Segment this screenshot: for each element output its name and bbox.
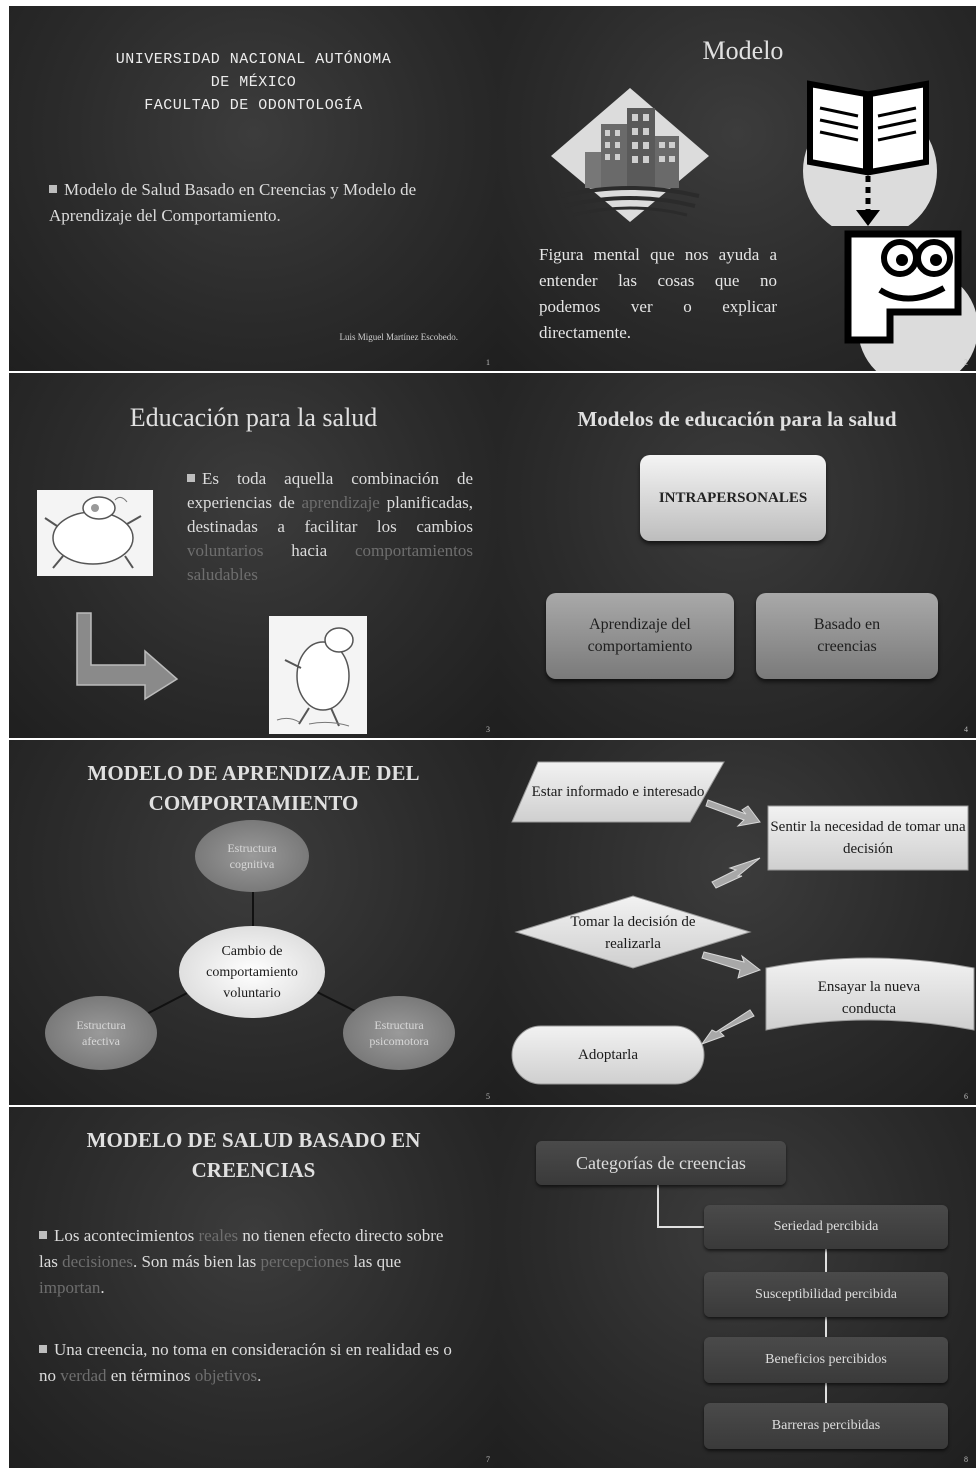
- slide-number: 6: [964, 1092, 968, 1101]
- wave-shape: [765, 957, 975, 1031]
- bullet-text: Modelo de Salud Basado en Creencias y Mo…: [49, 180, 417, 225]
- slide-6: Estar informado e interesado Sentir la n…: [498, 740, 976, 1105]
- text-span: voluntarios: [187, 541, 264, 560]
- step-need-decision: Sentir la necesidad de tomar una decisió…: [770, 819, 966, 857]
- text-span: Una creencia, no toma en consideración s…: [39, 1340, 452, 1385]
- slide-number: 5: [486, 1092, 490, 1101]
- text-span: objetivos: [194, 1366, 258, 1385]
- building-icon: [551, 88, 709, 222]
- arrow-icon: [711, 857, 761, 889]
- categories-header: Categorías de creencias: [536, 1141, 786, 1185]
- slide-title: Modelos de educación para la salud: [577, 407, 897, 431]
- slide-number: 3: [486, 725, 490, 734]
- category-item: Beneficios percibidos: [704, 1337, 948, 1383]
- pig-icon: [37, 490, 153, 576]
- slide-7: MODELO DE SALUD BASADO EN CREENCIAS Los …: [9, 1107, 498, 1468]
- category-item: Barreras percibidas: [704, 1403, 948, 1449]
- text-span: aprendizaje: [301, 493, 380, 512]
- behavior-change: Cambio de comportamiento voluntario: [179, 926, 325, 1018]
- slide-title: MODELO DE APRENDIZAJE DEL COMPORTAMIENTO: [87, 761, 420, 815]
- step-informed: Estar informado e interesado: [531, 784, 705, 800]
- text-span: importan: [39, 1278, 101, 1297]
- belief-model-box: Basado en creencias: [756, 593, 938, 679]
- definition-bullet: Es toda aquella combinación de experienc…: [187, 467, 473, 587]
- university-heading: UNIVERSIDAD NACIONAL AUTÓNOMA DE MÉXICO …: [9, 48, 498, 117]
- text-span: .: [257, 1366, 262, 1385]
- text-span: verdad: [60, 1366, 107, 1385]
- text-span: decisiones: [62, 1252, 133, 1271]
- heading-line-1: UNIVERSIDAD NACIONAL AUTÓNOMA: [115, 51, 392, 68]
- text-span: percepciones: [260, 1252, 350, 1271]
- affective-structure: Estructura afectiva: [45, 996, 157, 1070]
- text-span: Los acontecimientos: [54, 1226, 199, 1245]
- flow-shapes: [511, 761, 975, 1085]
- slide-5: MODELO DE APRENDIZAJE DEL COMPORTAMIENTO…: [9, 740, 498, 1105]
- slide-title: Modelo: [702, 36, 784, 65]
- hierarchy-lines: [657, 1185, 827, 1403]
- step-adopt: Adoptarla: [578, 1046, 638, 1063]
- author-name: Luis Miguel Martínez Escobedo.: [339, 332, 458, 342]
- model-definition: Figura mental que nos ayuda a entender l…: [539, 245, 777, 342]
- bullet-icon: [49, 185, 57, 193]
- slide-number: 1: [486, 358, 490, 367]
- arrow-icon: [700, 1009, 755, 1046]
- bullet-icon: [187, 474, 195, 482]
- arrow-icon: [705, 799, 761, 827]
- slide-4: Modelos de educación para la salud INTRA…: [498, 373, 976, 738]
- slide-number: 8: [964, 1455, 968, 1464]
- slide-number: 7: [486, 1455, 490, 1464]
- psychomotor-structure: Estructura psicomotora: [343, 996, 455, 1070]
- slide-title: Educación para la salud: [129, 403, 378, 432]
- text-span: .: [100, 1278, 105, 1297]
- subtitle-bullet: Modelo de Salud Basado en Creencias y Mo…: [49, 177, 479, 229]
- parallelogram-shape: [511, 761, 725, 823]
- bullet-perceptions: Los acontecimientos reales no tienen efe…: [39, 1223, 459, 1301]
- step-rehearse: Ensayar la nueva conducta: [817, 979, 921, 1017]
- category-item: Seriedad percibida: [704, 1205, 948, 1249]
- rectangle-shape: [767, 805, 969, 871]
- heading-line-3: FACULTAD DE ODONTOLOGÍA: [144, 97, 363, 114]
- bullet-belief: Una creencia, no toma en consideración s…: [39, 1337, 459, 1389]
- text-span: . Son más bien las: [132, 1252, 261, 1271]
- bullet-icon: [39, 1345, 47, 1353]
- slide-number: 2: [964, 358, 968, 367]
- rounded-shape: [511, 1025, 705, 1085]
- slide-3: Educación para la salud Es toda aquella …: [9, 373, 498, 738]
- slide-number: 4: [964, 725, 968, 734]
- text-span: en términos: [106, 1366, 195, 1385]
- slide-1: UNIVERSIDAD NACIONAL AUTÓNOMA DE MÉXICO …: [9, 6, 498, 371]
- bullet-icon: [39, 1231, 47, 1239]
- book-icon: [803, 80, 937, 226]
- text-span: comportamientos saludables: [187, 541, 473, 584]
- diamond-shape: [514, 895, 752, 969]
- text-span: no tienen efecto directo sobre las: [39, 1226, 444, 1271]
- heading-line-2: DE MÉXICO: [210, 74, 297, 91]
- text-span: planificadas, destinadas a facilitar los…: [187, 493, 473, 536]
- category-item: Susceptibilidad percibida: [704, 1272, 948, 1317]
- slide-title: MODELO DE SALUD BASADO EN CREENCIAS: [86, 1128, 421, 1182]
- text-span: las que: [349, 1252, 402, 1271]
- face-icon: [844, 230, 976, 371]
- learning-model-box: Aprendizaje del comportamiento: [546, 593, 734, 679]
- l-arrow-icon: [76, 612, 179, 701]
- pig-icon: [269, 616, 367, 734]
- text-span: Es toda aquella combinación de experienc…: [187, 469, 473, 512]
- text-span: hacia: [263, 541, 355, 560]
- step-make-decision: Tomar la decisión de realizarla: [570, 914, 696, 952]
- slide-8: Categorías de creencias Seriedad percibi…: [498, 1107, 976, 1468]
- arrow-icon: [701, 951, 762, 979]
- text-span: reales: [198, 1226, 239, 1245]
- cognitive-structure: Estructura cognitiva: [195, 820, 309, 892]
- intrapersonal-box: INTRAPERSONALES: [640, 455, 826, 541]
- slide-2: Modelo Figura mental que nos ayuda a ent…: [498, 6, 976, 371]
